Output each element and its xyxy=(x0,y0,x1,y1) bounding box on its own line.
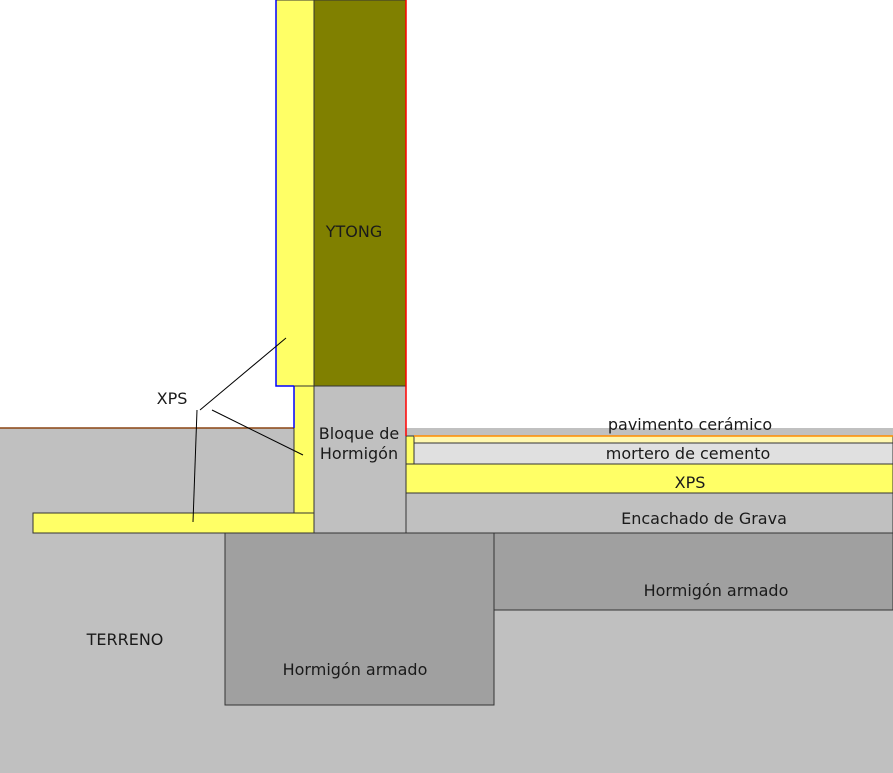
xps-floor-label: XPS xyxy=(675,473,706,492)
xps-callout-label: XPS xyxy=(157,389,188,408)
slab-label: Hormigón armado xyxy=(644,581,789,600)
xps-leader-wall xyxy=(199,337,287,411)
xps-vertical-insulation xyxy=(293,385,315,514)
ceramic-floor-label: pavimento cerámico xyxy=(608,415,772,434)
xps-edge-strip xyxy=(405,435,415,465)
reinforced-concrete-slab xyxy=(493,532,893,611)
render-line-upper xyxy=(275,0,294,387)
gravel-label: Encachado de Grava xyxy=(621,509,787,528)
xps-wall-insulation xyxy=(275,0,315,387)
concrete-block-label-line2: Hormigón xyxy=(320,444,398,463)
concrete-block-label-line1: Bloque de xyxy=(319,424,399,443)
mortar-label: mortero de cemento xyxy=(606,444,771,463)
ceramic-floor-layer xyxy=(413,435,893,444)
xps-leader-horizontal xyxy=(192,409,198,523)
gravel-layer xyxy=(405,492,893,534)
concrete-block xyxy=(313,385,407,534)
xps-leader-vertical xyxy=(211,409,304,456)
reinforced-concrete-footing xyxy=(224,532,495,706)
ytong-label: YTONG xyxy=(325,222,383,241)
xps-horizontal-insulation xyxy=(32,512,315,534)
ytong-wall xyxy=(313,0,407,387)
footing-label: Hormigón armado xyxy=(283,660,428,679)
terrain-label: TERRENO xyxy=(86,630,164,649)
xps-floor-layer xyxy=(405,463,893,494)
